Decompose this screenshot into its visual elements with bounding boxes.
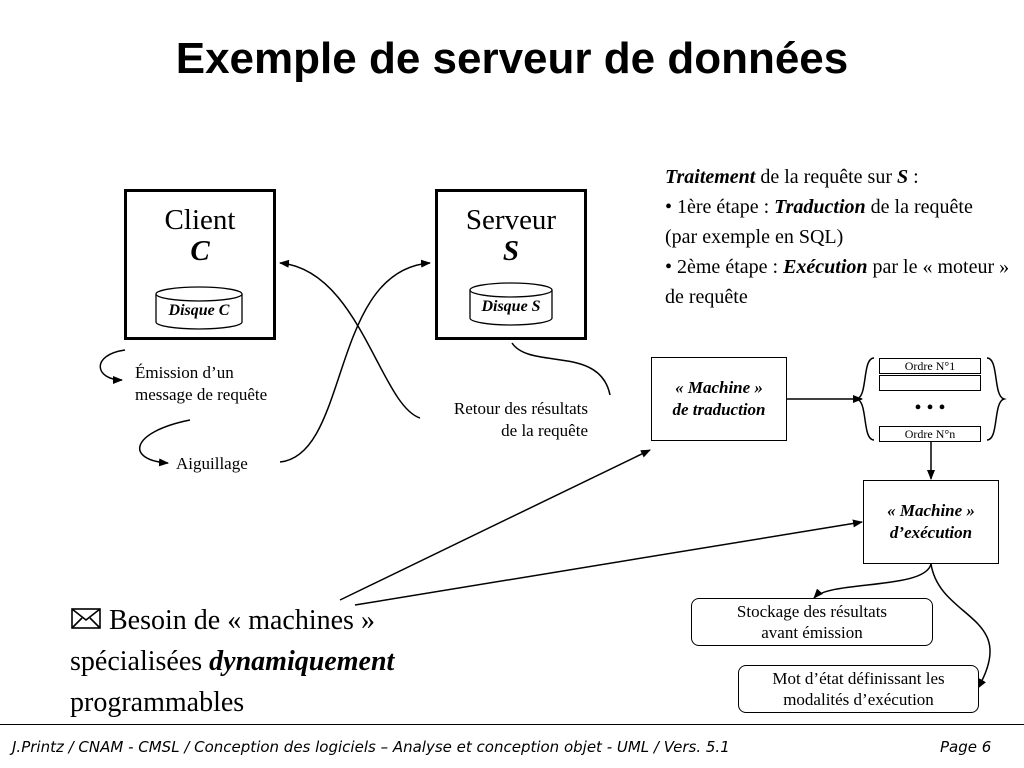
disk-c-label: Disque C [168,302,230,319]
client-name: Client [164,204,236,236]
to-server-arrow [279,259,431,463]
page-title: Exemple de serveur de données [175,34,849,83]
disk-s-label: Disque S [481,298,541,315]
footer-page-number: Page 6 [940,738,992,756]
server-letter: S [502,235,520,267]
retour-arrow [279,259,421,419]
footer-credits: J.Printz / CNAM - CMSL / Conception des … [12,738,730,756]
emission-label: Émission d’un message de requête [135,363,268,404]
client-disk: Disque C [154,284,244,330]
ordre-empty [879,375,981,391]
right-brace [986,357,1007,441]
server-box: Serveur S Disque S [435,189,587,340]
client-box: Client C Disque C [124,189,276,340]
disk-s-arrow [511,342,611,396]
besoin-text: Besoin de « machines » spécialisées dyna… [70,605,395,718]
stockage-box: Stockage des résultats avant émission [691,598,933,646]
traitement-text: Traitement de la requête sur S : • 1ère … [665,166,1010,308]
disk-c-icon [155,286,243,330]
server-disk: Disque S [468,280,554,326]
aiguillage-label: Aiguillage [176,454,248,473]
retour-label: Retour des résultats de la requête [453,399,588,440]
machine-execution-box: « Machine » d’exécution [863,480,999,564]
footer-divider [0,724,1024,725]
client-letter: C [190,235,210,267]
machine-traduction-box: « Machine » de traduction [651,357,787,441]
ordre-last: Ordre N°n [879,426,981,442]
server-name: Serveur [465,204,557,236]
emission-arrow [99,349,126,384]
envelope-icon [71,608,101,629]
besoin-to-traduction-arrow [339,449,651,601]
ordre-first: Ordre N°1 [879,358,981,374]
execution-to-mot-etat-arrow [930,563,991,689]
execution-to-stockage-arrow [813,563,932,599]
ordres-dots: • • • [914,397,946,419]
left-brace [854,357,875,441]
disk-s-icon [469,282,553,326]
besoin-to-execution-arrow [354,519,863,606]
mot-etat-box: Mot d’état définissant les modalités d’e… [738,665,979,713]
aiguillage-arrow [139,419,191,467]
